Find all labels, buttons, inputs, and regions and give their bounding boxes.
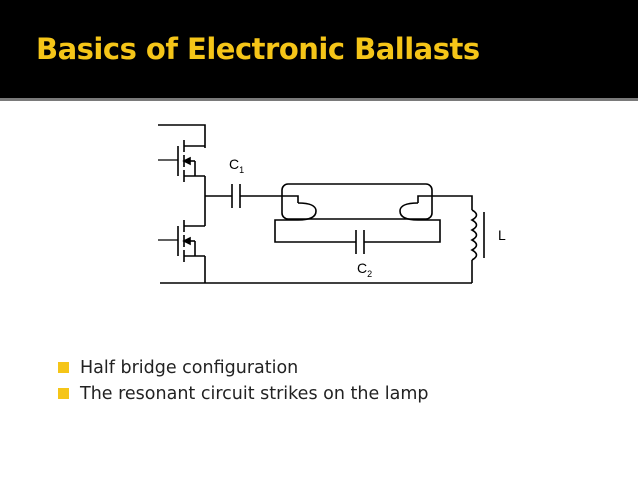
upper-mosfet bbox=[158, 140, 205, 182]
inductor-l bbox=[470, 209, 485, 261]
slide-title: Basics of Electronic Ballasts bbox=[36, 32, 480, 66]
lamp-to-inductor-wire bbox=[417, 195, 473, 210]
capacitor-c1 bbox=[231, 184, 241, 208]
title-divider bbox=[0, 98, 638, 101]
c1-label: C1 bbox=[229, 156, 244, 175]
bullet-text: Half bridge configuration bbox=[80, 358, 299, 378]
title-bar bbox=[0, 0, 638, 98]
bullet-text: The resonant circuit strikes on the lamp bbox=[80, 384, 429, 404]
lamp-tube bbox=[281, 183, 433, 221]
left-filament-wire bbox=[274, 219, 356, 243]
c2-to-lamp-wire bbox=[364, 219, 441, 243]
bullet-list: Half bridge configuration The resonant c… bbox=[58, 355, 429, 407]
capacitor-c2 bbox=[355, 230, 365, 254]
c2-label: C2 bbox=[357, 260, 372, 279]
lower-mosfet bbox=[158, 220, 205, 262]
top-rail-wire bbox=[158, 124, 206, 148]
bullet-item: The resonant circuit strikes on the lamp bbox=[58, 381, 429, 407]
c1-to-lamp-wire bbox=[240, 195, 299, 203]
square-bullet-icon bbox=[58, 388, 69, 399]
inductor-label: L bbox=[498, 227, 506, 243]
bullet-item: Half bridge configuration bbox=[58, 355, 429, 381]
square-bullet-icon bbox=[58, 362, 69, 373]
